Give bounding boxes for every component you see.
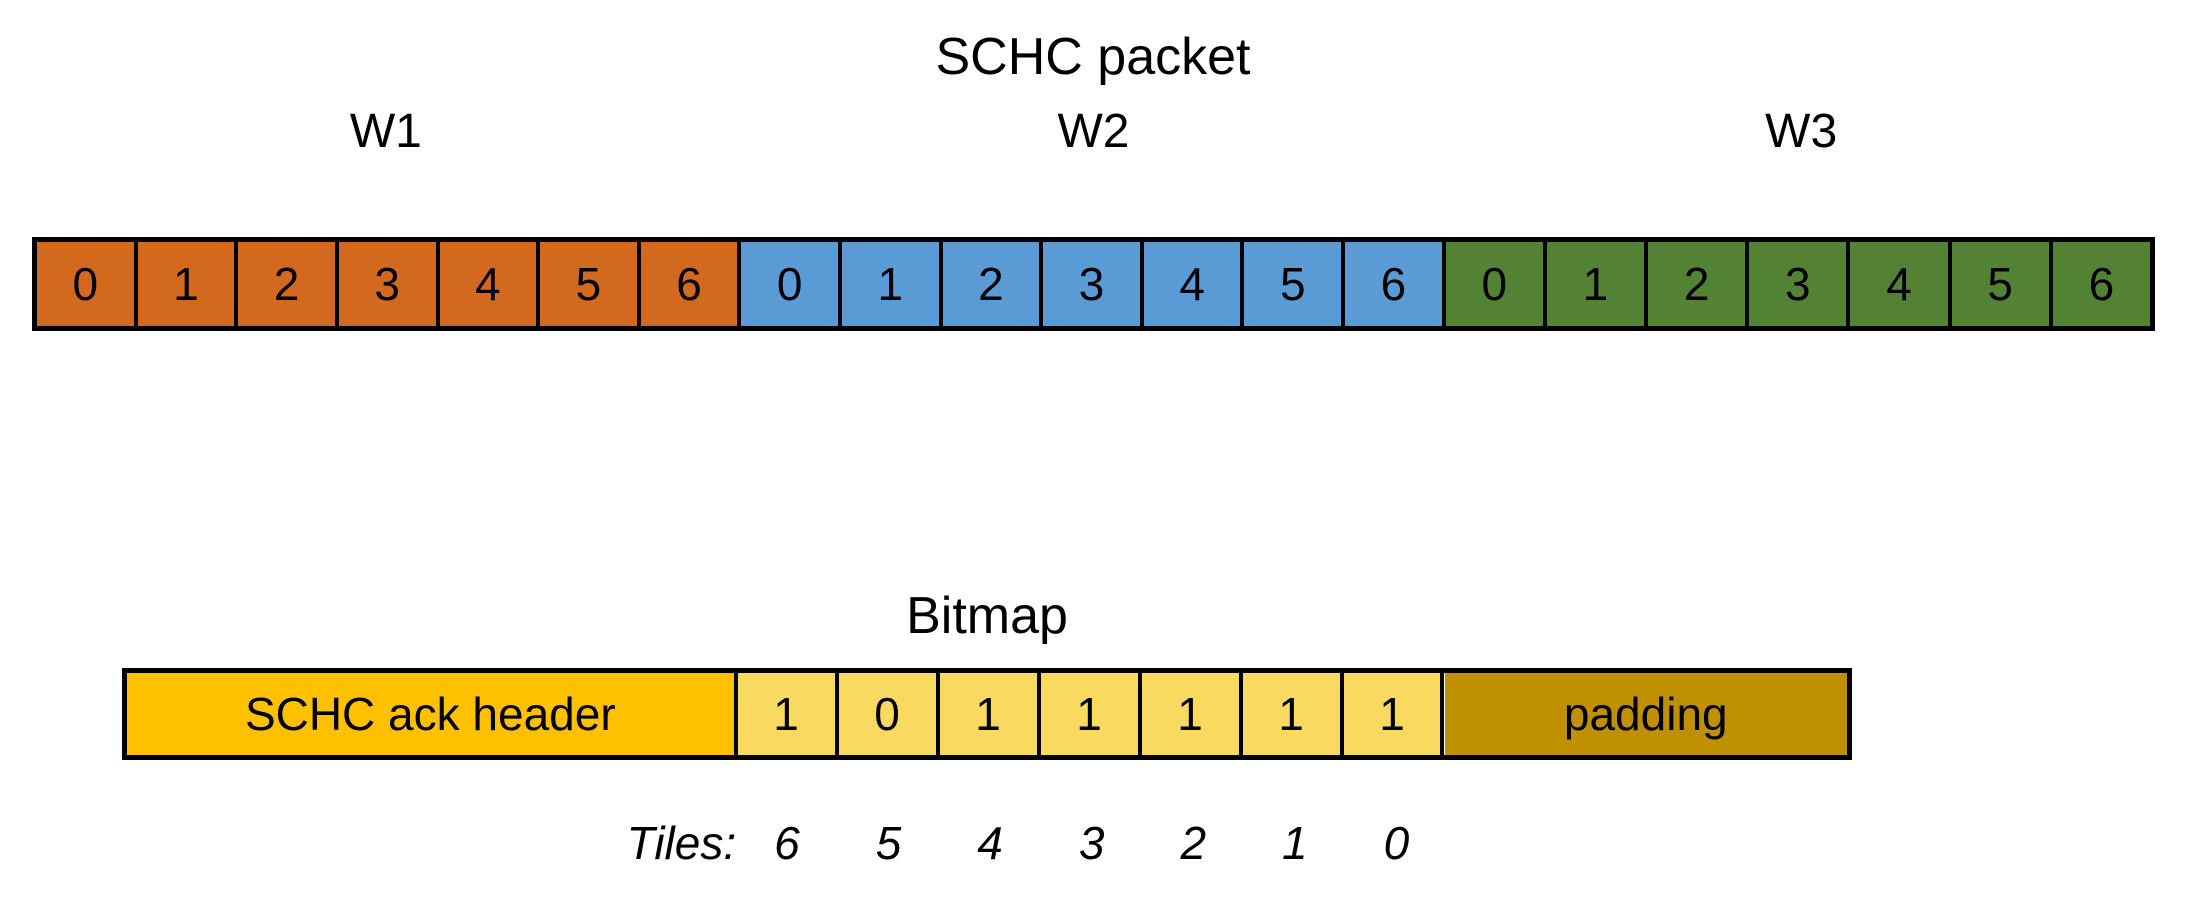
- bitmap-bit-6[interactable]: 1: [1343, 673, 1445, 755]
- window-label-w2: W2: [1057, 105, 1130, 158]
- tile-w1-2[interactable]: 2: [238, 242, 339, 326]
- bitmap-bit-group: 1 0 1 1 1 1 1: [737, 673, 1445, 755]
- tile-w2-0[interactable]: 0: [741, 242, 842, 326]
- tiles-index-group: Tiles: 6 5 4 3 2 1 0: [627, 817, 1447, 869]
- bitmap-bit-5[interactable]: 1: [1242, 673, 1344, 755]
- schc-ack-bitmap-strip: SCHC ack header 1 0 1 1 1 1 1 padding: [122, 668, 1852, 760]
- tiles-legend-row: Tiles: 6 5 4 3 2 1 0: [122, 820, 1852, 884]
- schc-packet-strip: 0 1 2 3 4 5 6 0 1 2 3 4 5 6 0 1 2 3 4 5 …: [32, 237, 2155, 331]
- schc-ack-header-field[interactable]: SCHC ack header: [127, 673, 738, 755]
- tiles-caption-label: Tiles:: [626, 817, 737, 869]
- tiles-index-3: 3: [1078, 817, 1105, 869]
- tile-w2-2[interactable]: 2: [943, 242, 1044, 326]
- tile-w1-4[interactable]: 4: [440, 242, 541, 326]
- tiles-index-5: 1: [1282, 817, 1308, 869]
- tile-w1-6[interactable]: 6: [641, 242, 742, 326]
- tile-w2-4[interactable]: 4: [1144, 242, 1245, 326]
- tiles-index-4: 2: [1180, 817, 1207, 869]
- tile-w2-5[interactable]: 5: [1244, 242, 1346, 326]
- bitmap-bit-0[interactable]: 1: [737, 673, 839, 755]
- tile-w3-4[interactable]: 4: [1850, 242, 1952, 326]
- tiles-index-0: 6: [774, 817, 800, 869]
- tile-w2-1[interactable]: 1: [842, 242, 943, 326]
- window-group-w2: 0 1 2 3 4 5 6: [741, 242, 1446, 326]
- window-label-w3: W3: [1765, 105, 1838, 158]
- bitmap-bit-2[interactable]: 1: [939, 673, 1041, 755]
- tile-w3-3[interactable]: 3: [1749, 242, 1851, 326]
- tiles-index-1: 5: [875, 817, 902, 869]
- tile-w1-1[interactable]: 1: [138, 242, 239, 326]
- tile-w2-3[interactable]: 3: [1043, 242, 1144, 326]
- tiles-index-2: 4: [977, 817, 1003, 869]
- packet-title: SCHC packet: [935, 28, 1251, 86]
- tile-w3-5[interactable]: 5: [1952, 242, 2053, 326]
- bitmap-title: Bitmap: [906, 587, 1068, 645]
- padding-field[interactable]: padding: [1444, 673, 1847, 755]
- tile-w3-1[interactable]: 1: [1547, 242, 1649, 326]
- window-group-w3: 0 1 2 3 4 5 6: [1445, 242, 2150, 326]
- bitmap-bit-4[interactable]: 1: [1141, 673, 1243, 755]
- tile-w1-0[interactable]: 0: [37, 242, 138, 326]
- tile-w2-6[interactable]: 6: [1345, 242, 1446, 326]
- bitmap-bit-1[interactable]: 0: [838, 673, 940, 755]
- tile-w3-2[interactable]: 2: [1648, 242, 1750, 326]
- window-label-w1: W1: [349, 105, 422, 158]
- tile-w3-0[interactable]: 0: [1446, 242, 1547, 326]
- tile-w1-3[interactable]: 3: [339, 242, 440, 326]
- bitmap-bit-3[interactable]: 1: [1040, 673, 1142, 755]
- window-group-w1: 0 1 2 3 4 5 6: [37, 242, 742, 326]
- tile-w3-6[interactable]: 6: [2088, 258, 2115, 310]
- window-label-row: W1 W2 W3: [32, 108, 2155, 164]
- tile-w1-5[interactable]: 5: [540, 242, 641, 326]
- tiles-index-6: 0: [1383, 817, 1410, 869]
